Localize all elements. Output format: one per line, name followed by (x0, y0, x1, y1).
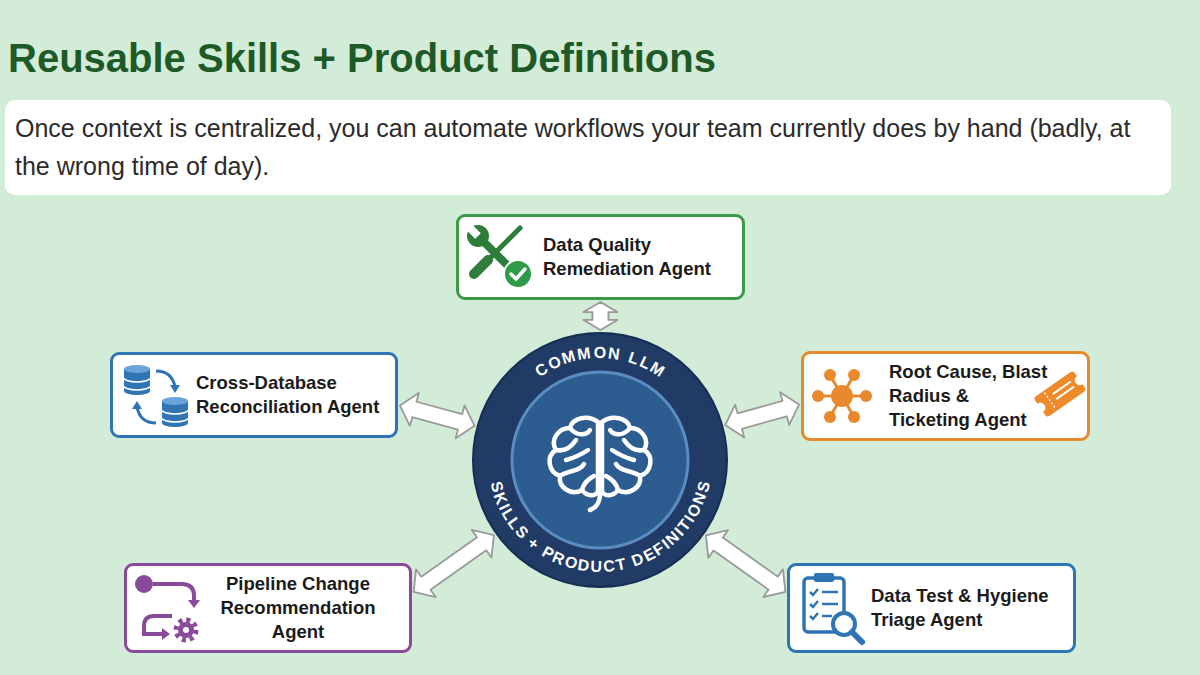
hub-core (512, 372, 688, 548)
curved-letter: N (607, 344, 621, 363)
agent-label: Data Test & Hygiene Triage Agent (871, 584, 1067, 632)
curved-letter: C (603, 557, 616, 576)
curved-letter: U (590, 558, 602, 576)
curved-letter: T (614, 555, 627, 575)
tools-icon (466, 222, 540, 294)
page-title: Reusable Skills + Product Definitions (8, 36, 716, 81)
agent-label: Pipeline Change Recommendation Agent (206, 572, 390, 644)
clipboard-icon (798, 570, 868, 646)
database-icon (120, 361, 196, 433)
agent-label: Cross-Database Reconciliation Agent (196, 371, 396, 419)
agent-box: Cross-Database Reconciliation Agent (110, 352, 398, 438)
curved-letter: M (576, 344, 592, 364)
double-arrow (696, 521, 795, 605)
agent-label: Data Quality Remediation Agent (543, 233, 731, 281)
curved-letter: D (577, 556, 591, 576)
network-icon (810, 360, 876, 432)
pipeline-icon (132, 572, 208, 646)
caption-box: Once context is centralized, you can aut… (5, 100, 1171, 195)
agent-label: Root Cause, Blast Radius & Ticketing Age… (889, 360, 1049, 432)
agent-box: Pipeline Change Recommendation Agent (124, 563, 412, 653)
hub-ring (473, 333, 727, 587)
curved-letter: O (593, 344, 606, 362)
double-arrow (404, 521, 504, 606)
double-arrow (395, 389, 479, 442)
brain-illustration (536, 410, 664, 514)
double-arrow (721, 388, 804, 441)
double-arrow (583, 302, 617, 330)
curved-letter: + (524, 534, 543, 554)
ticket-icon (1030, 366, 1090, 422)
